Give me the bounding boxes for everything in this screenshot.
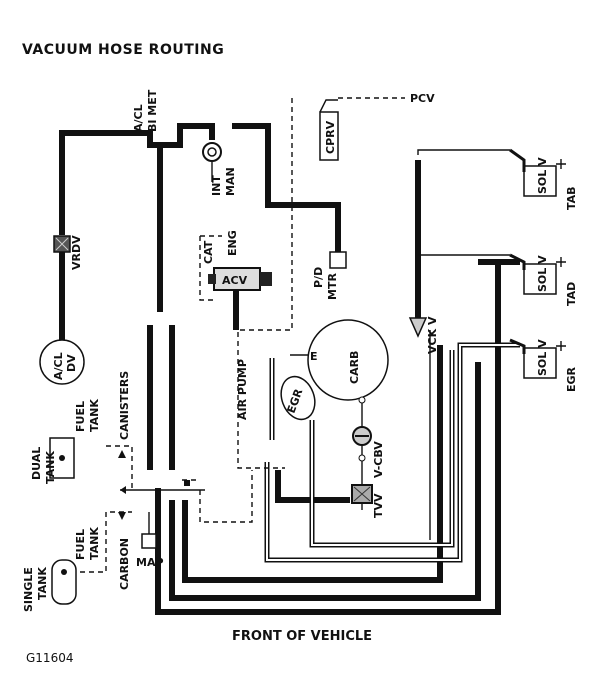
fuel-tank-a-label-1: FUEL (74, 401, 87, 432)
sol-v-egr: SOL V (509, 338, 557, 379)
acv-valve: ACV (208, 267, 272, 291)
fuel-tank-a-label-2: TANK (88, 399, 101, 432)
carburetor: CARB E (307, 319, 389, 401)
dual-tank-canister (49, 437, 75, 479)
dual-tank-label-2: TANK (44, 451, 57, 484)
single-tank-label-2: TANK (36, 567, 49, 600)
front-of-vehicle-label: FRONT OF VEHICLE (232, 629, 372, 644)
sol-v-tad: SOL V (509, 253, 557, 295)
acl-bimet-label-1: A/CL (132, 104, 145, 132)
tab-label: TAB (565, 186, 578, 210)
figure-code: G11604 (26, 651, 73, 665)
tab-terminal (556, 159, 566, 169)
sol-v-2-label: SOL V (536, 255, 549, 292)
int-man-label-2: MAN (224, 167, 237, 196)
tad-terminal (556, 257, 566, 267)
acv-label: ACV (222, 274, 248, 287)
acl-dv-label-1: A/CL (52, 352, 65, 380)
single-tank-canister (51, 559, 77, 605)
hose-intman-pdmtr (232, 123, 341, 255)
junction-arrow (120, 486, 126, 494)
vrdv-label: VRDV (70, 235, 83, 270)
hose-front-inner (182, 345, 443, 583)
air-pump-label: AIR PUMP (236, 359, 249, 420)
canisters-label: CANISTERS (118, 371, 131, 440)
fuel-tank-b-label-2: TANK (88, 527, 101, 560)
junction-tee (184, 480, 190, 486)
cprv-valve: CPRV (319, 99, 339, 161)
sol-v-tab: SOL V (509, 148, 557, 197)
single-tank-label-1: SINGLE (22, 567, 35, 612)
acl-dv-label-2: DV (65, 354, 78, 372)
pd-mtr-label-2: MTR (326, 273, 339, 300)
vck-v-label: VCK V (426, 316, 439, 354)
int-man-label-1: INT (210, 175, 223, 196)
dual-tank-label-1: DUAL (30, 447, 43, 480)
egr-valve: EGR (280, 375, 316, 421)
pcv-label: PCV (410, 92, 435, 105)
map-label: MAP (136, 556, 164, 569)
double-hoses (264, 342, 520, 563)
diagram-title: VACUUM HOSE ROUTING (22, 42, 224, 58)
sol-v-1-label: SOL V (536, 157, 549, 194)
egr-sol-label: EGR (565, 366, 578, 392)
carb-label: CARB (348, 351, 361, 384)
vcbv-port (358, 454, 366, 462)
eng-label: ENG (226, 230, 239, 256)
tvv-valve (351, 484, 373, 504)
hose-front-mid (169, 362, 481, 601)
carb-port (358, 396, 366, 404)
cprv-label: CPRV (324, 120, 337, 154)
fuel-tank-b-label-1: FUEL (74, 529, 87, 560)
acl-bimet-label-2: BI MET (146, 89, 159, 132)
vrdv-valve (53, 235, 71, 253)
tvv-label: TVV (372, 493, 385, 518)
hose-front-outer (155, 262, 501, 615)
v-cbv-label: V-CBV (372, 441, 385, 478)
pd-mtr-label-1: P/D (312, 267, 325, 288)
vck-v-valve (408, 317, 428, 338)
canisters-arrow (118, 450, 126, 458)
carbon-arrow (118, 512, 126, 520)
sol-v-3-label: SOL V (536, 339, 549, 376)
hose-acl-bimet (59, 123, 215, 235)
acl-dv-unit (39, 339, 85, 385)
carbon-label: CARBON (118, 538, 131, 590)
int-man-fitting (202, 142, 222, 162)
egr-terminal (556, 341, 566, 351)
tad-label: TAD (565, 282, 578, 306)
pd-mtr (329, 251, 347, 269)
v-cbv-valve (352, 426, 372, 446)
thin-hoses (120, 149, 510, 540)
cat-label: CAT (202, 240, 215, 264)
hose-tvv (275, 470, 350, 503)
map-sensor (141, 512, 157, 549)
e-port-label: E (310, 350, 318, 363)
